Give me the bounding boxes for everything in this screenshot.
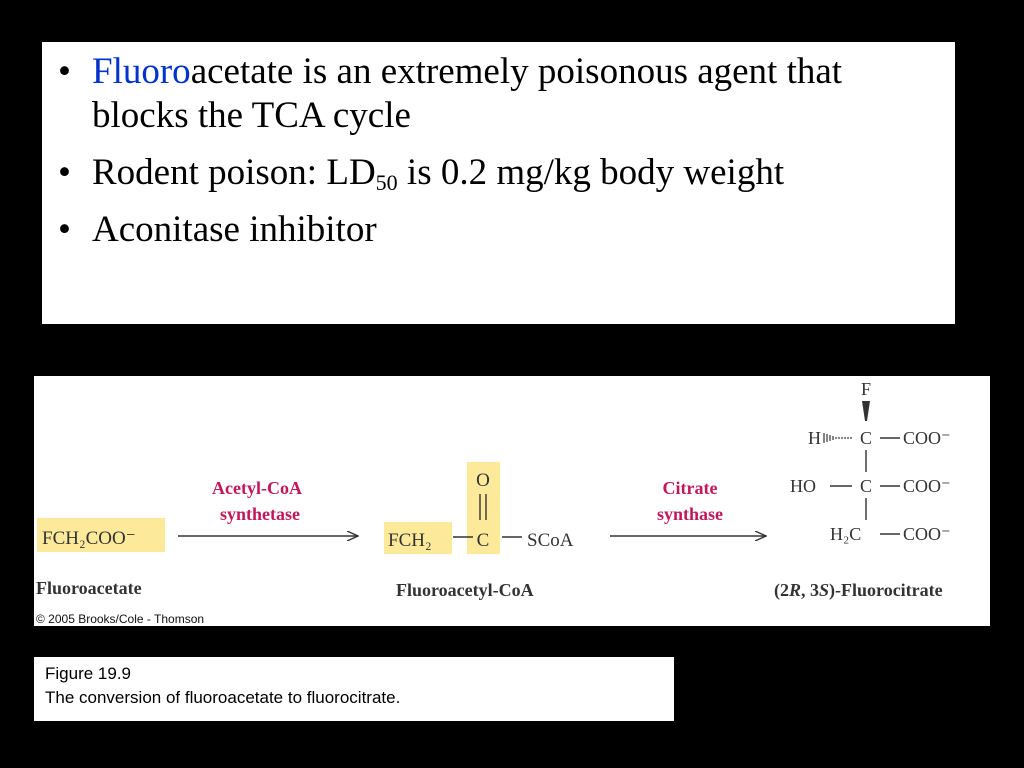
bullet-item-1: Fluoroacetate is an extremely poisonous … <box>42 50 941 138</box>
caption-description: The conversion of fluoroacetate to fluor… <box>45 688 401 707</box>
enzyme1-line2: synthetase <box>220 504 300 524</box>
fluorocitrate-c2: C <box>860 476 872 496</box>
fluoroacetyl-fch2: FCH₂ <box>388 530 432 551</box>
carbonyl-oxygen: O <box>476 470 490 491</box>
carbonyl-carbon: C <box>477 530 490 551</box>
bullet-2-text-post: is 0.2 mg/kg body weight <box>397 152 785 193</box>
bullet-2-text-pre: Rodent poison: LD <box>92 152 376 193</box>
fluorocitrate-f: F <box>861 379 871 399</box>
fluoroacetate-highlight <box>37 518 165 552</box>
bullet-item-3: Aconitase inhibitor <box>42 208 941 252</box>
fch2-highlight <box>384 522 452 554</box>
fluorocitrate-ho: HO <box>790 476 816 496</box>
fluorocitrate-h2c: H₂C <box>830 524 861 544</box>
fluorocitrate-c1: C <box>860 428 872 448</box>
carbonyl-highlight <box>467 462 500 554</box>
fluorocitrate-coo3: COO⁻ <box>903 524 951 544</box>
enzyme2-line2: synthase <box>657 504 723 524</box>
label-fluorocitrate: (2R, 3S)-Fluorocitrate <box>774 580 943 601</box>
copyright-notice: © 2005 Brooks/Cole - Thomson <box>36 612 204 626</box>
figure-caption: Figure 19.9 The conversion of fluoroacet… <box>34 657 674 721</box>
bullet-1-accent: Fluoro <box>92 51 191 92</box>
enzyme1-line1: Acetyl-CoA <box>212 478 302 498</box>
reaction-figure: FCH₂COO⁻ Acetyl-CoA synthetase FCH₂ O C … <box>34 376 990 626</box>
label-fluoroacetate: Fluoroacetate <box>36 578 142 598</box>
label-fluoroacetyl-coa: Fluoroacetyl-CoA <box>396 580 534 600</box>
bullet-2-subscript: 50 <box>375 170 398 195</box>
bullet-1-text: acetate is an extremely poisonous agent … <box>92 51 843 136</box>
enzyme2-line1: Citrate <box>663 478 718 498</box>
bullet-3-text: Aconitase inhibitor <box>92 209 377 250</box>
bullet-panel: Fluoroacetate is an extremely poisonous … <box>42 42 955 324</box>
fluorocitrate-coo2: COO⁻ <box>903 476 951 496</box>
wedge-bond <box>862 401 870 421</box>
hash-bond <box>823 433 852 443</box>
caption-figure-number: Figure 19.9 <box>45 664 131 683</box>
fluorocitrate-coo1: COO⁻ <box>903 428 951 448</box>
fluoroacetate-formula: FCH₂COO⁻ <box>42 528 136 549</box>
bullet-list: Fluoroacetate is an extremely poisonous … <box>42 50 941 252</box>
scoa-group: SCoA <box>527 530 574 551</box>
fluorocitrate-h: H <box>808 428 821 448</box>
bullet-item-2: Rodent poison: LD50 is 0.2 mg/kg body we… <box>42 151 941 195</box>
reaction-diagram: FCH₂COO⁻ Acetyl-CoA synthetase FCH₂ O C … <box>36 379 951 626</box>
